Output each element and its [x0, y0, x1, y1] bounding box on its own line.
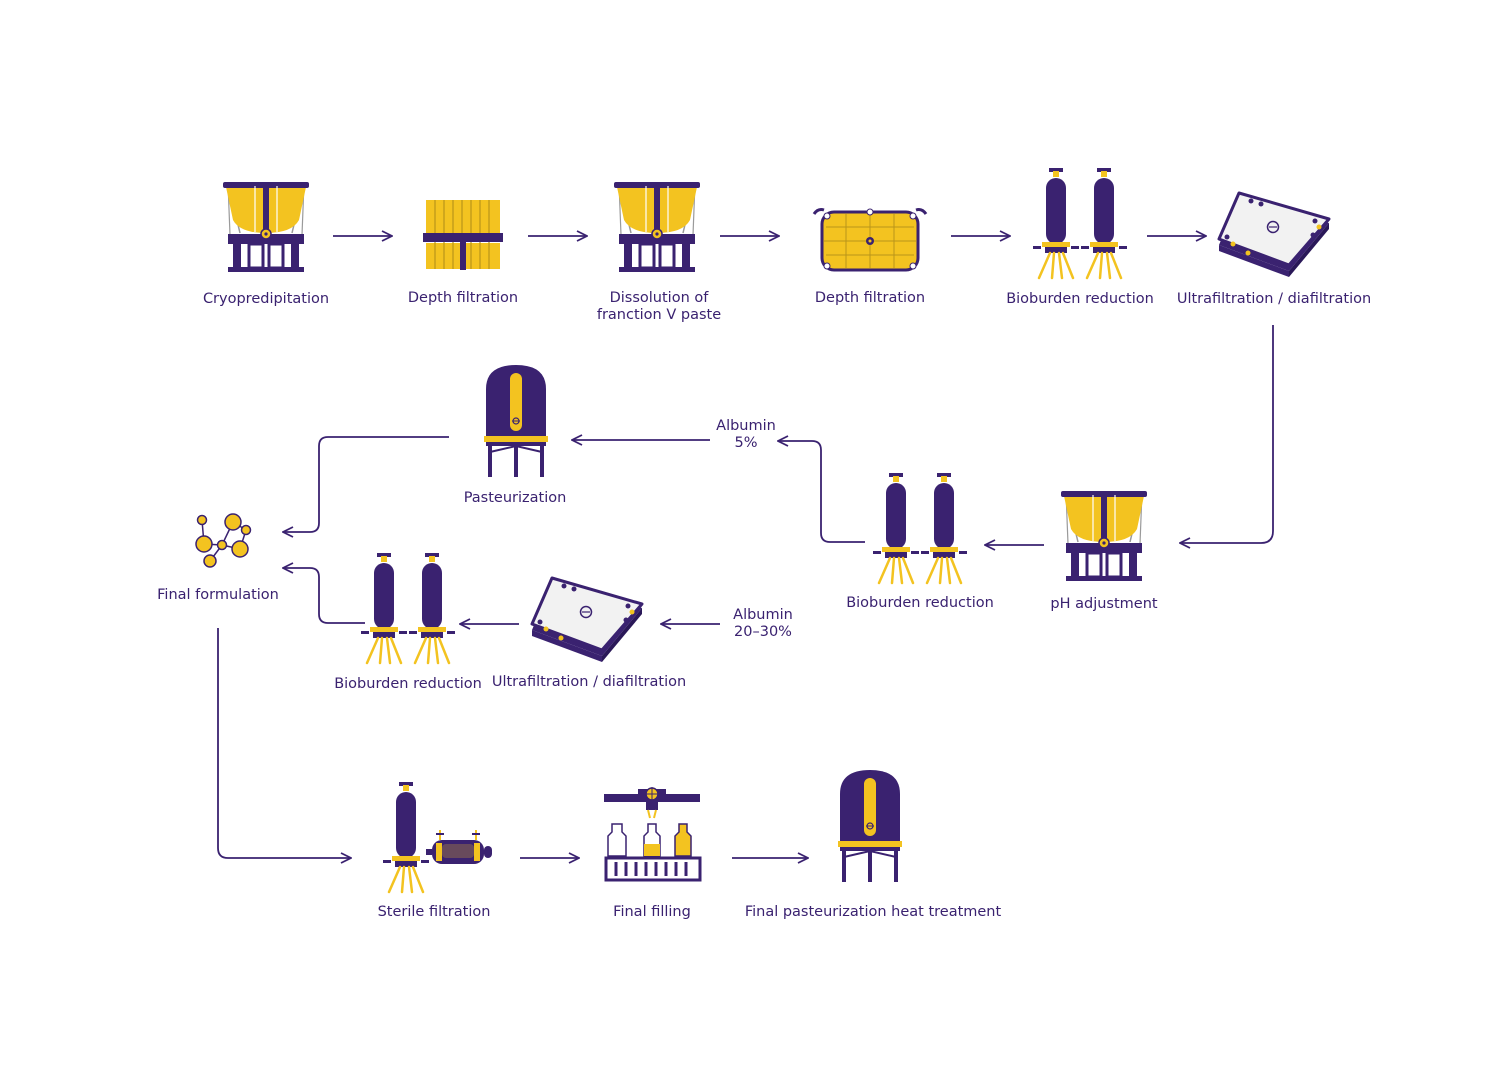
step-label-final-formulation: Final formulation: [157, 587, 279, 603]
step-label-final-pasteurization: Final pasteurization heat treatment: [744, 904, 1002, 920]
step-label-depth-filtration-1: Depth filtration: [407, 290, 519, 306]
ph-tank-icon: [1059, 489, 1149, 583]
step-label-depth-filtration-2: Depth filtration: [814, 290, 926, 306]
annotation-albumin-20-30: Albumin 20–30%: [733, 607, 793, 640]
step-label-bioburden-reduction-2: Bioburden reduction: [846, 595, 994, 611]
step-label-bioburden-reduction-1: Bioburden reduction: [1006, 291, 1154, 307]
twin-filter-housing-icon: [873, 473, 967, 583]
sterile-filter-icon: [383, 782, 492, 892]
arrow-11-12: [283, 568, 365, 624]
step-label-bioburden-reduction-3: Bioburden reduction: [334, 676, 482, 692]
tff-cassette-icon: [1217, 191, 1331, 279]
arrow-6-7: [1180, 325, 1274, 543]
depth-filter-capsule-icon: [812, 207, 928, 272]
step-label-ultrafiltration-2: Ultrafiltration / diafiltration: [491, 674, 687, 690]
arrow-12-13: [217, 628, 351, 858]
arrow-8-albumin5: [778, 441, 865, 543]
step-label-dissolution: Dissolution of franction V paste: [596, 290, 722, 323]
filling-line-icon: [602, 785, 702, 882]
pasteurization-vessel-icon: [837, 769, 903, 883]
step-label-pasteurization: Pasteurization: [463, 490, 567, 506]
step-label-ph-adjustment: pH adjustment: [1050, 596, 1158, 612]
twin-filter-housing-icon: [1033, 168, 1127, 278]
tff-cassette-icon: [530, 576, 644, 664]
arrow-9-12: [283, 436, 449, 532]
step-label-ultrafiltration-1: Ultrafiltration / diafiltration: [1176, 291, 1372, 307]
twin-filter-housing-icon: [361, 553, 455, 663]
depth-filter-stack-icon: [422, 199, 504, 271]
pasteurization-vessel-icon: [483, 364, 549, 478]
annotation-albumin-5: Albumin 5%: [716, 418, 776, 451]
cryo-tank-icon: [221, 180, 311, 274]
step-label-final-filling: Final filling: [613, 904, 691, 920]
molecule-icon: [195, 513, 252, 568]
step-label-cryoprecipitation: Cryopredipitation: [202, 291, 330, 307]
step-label-sterile-filtration: Sterile filtration: [377, 904, 491, 920]
dissolution-tank-icon: [612, 180, 702, 274]
